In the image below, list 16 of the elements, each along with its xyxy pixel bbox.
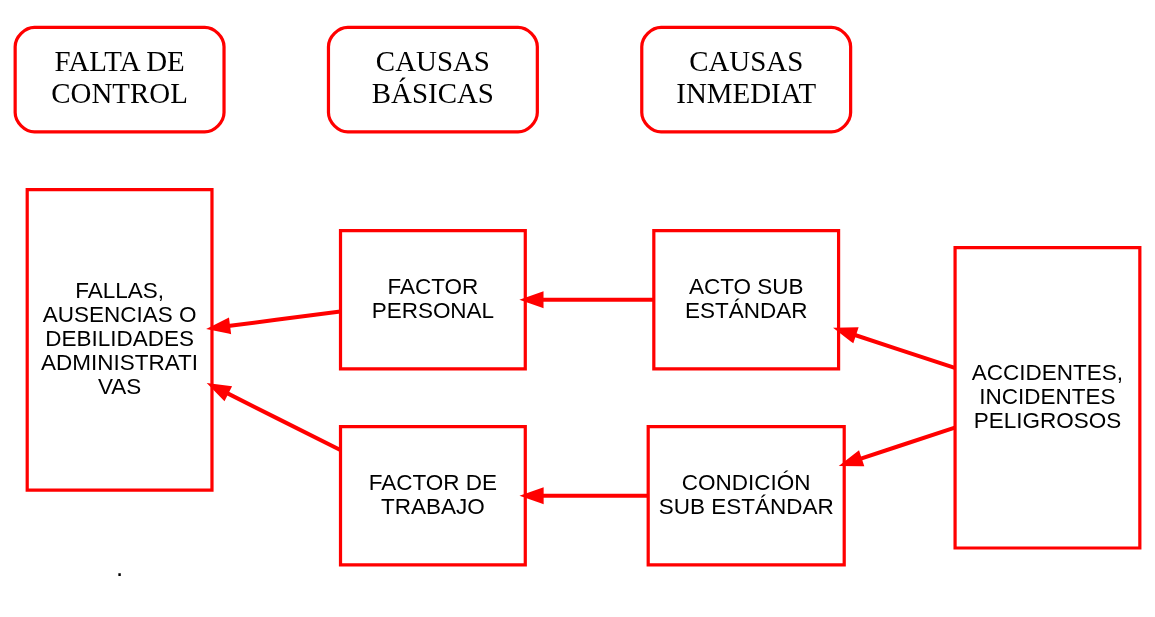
label: .	[116, 552, 124, 581]
node-box: CAUSAS INMEDIAT	[640, 25, 853, 133]
node-box: ACTO SUB ESTÁNDAR	[652, 228, 841, 370]
arrow	[206, 382, 342, 452]
node-box: ACCIDENTES, INCIDENTES PELIGROSOS	[953, 245, 1142, 550]
node-box: CONDICIÓN SUB ESTÁNDAR	[646, 424, 846, 566]
node-box: FALLAS, AUSENCIAS O DEBILIDADES ADMINISTRATIVAS	[25, 187, 214, 492]
node-box: FALTA DE CONTROL	[13, 25, 226, 133]
arrow	[519, 290, 654, 308]
node-box: FACTOR PERSONAL	[338, 228, 527, 370]
node-box: FACTOR DE TRABAJO	[338, 424, 527, 566]
arrow	[833, 326, 956, 370]
arrow	[519, 486, 649, 504]
node-box: CAUSAS BÁSICAS	[326, 25, 539, 133]
arrow	[206, 309, 341, 334]
arrow	[838, 425, 956, 466]
